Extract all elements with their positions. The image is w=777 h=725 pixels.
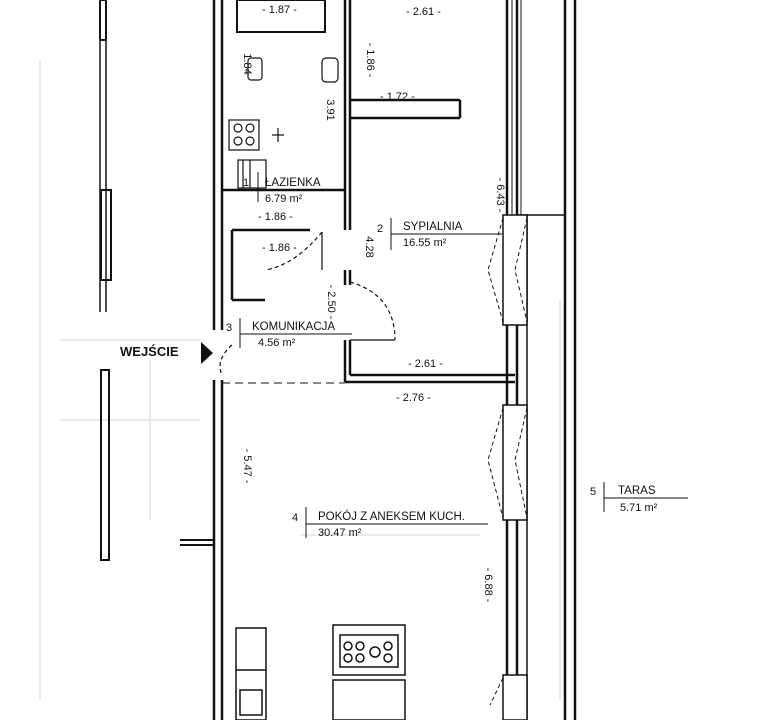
background-faint-lines [39, 60, 561, 700]
dimension-label: - 5.47 - [241, 449, 253, 484]
dimension-label: - 1.86 - [364, 43, 376, 78]
room-3-name: KOMUNIKACJA [252, 321, 335, 333]
dimension-label: - 1.87 - [262, 4, 297, 16]
room-4-number: 4 [292, 512, 298, 524]
entrance-label: WEJŚCIE [120, 344, 179, 359]
room-5-area: 5.71 m² [620, 502, 658, 514]
entrance-arrow-icon [201, 342, 213, 364]
room-2-name: SYPIALNIA [403, 221, 463, 233]
window-swing-lines [487, 217, 528, 706]
dimension-label: - 1.72 - [380, 91, 415, 103]
room-2-area: 16.55 m² [403, 237, 447, 249]
room-1-area: 6.79 m² [265, 193, 303, 205]
room-label-4: 4 POKÓJ Z ANEKSEM KUCH. 30.47 m² [292, 507, 488, 539]
room-label-1: 1 ŁAZIENKA 6.79 m² [243, 172, 345, 205]
bathroom-fixtures [228, 57, 339, 189]
room-3-number: 3 [226, 322, 232, 334]
outer-left-fragments [99, 0, 213, 561]
room-1-name: ŁAZIENKA [265, 177, 321, 189]
room-1-number: 1 [243, 177, 249, 189]
dimension-label: 1.84 [241, 53, 253, 74]
room-2-number: 2 [377, 223, 383, 235]
dimension-label: - 6.88 - [482, 568, 494, 603]
dimension-label: - 1.86 - [258, 211, 293, 223]
entrance-marker[interactable]: WEJŚCIE [120, 342, 213, 364]
room-5-number: 5 [590, 486, 596, 498]
dimension-label: - 2.61 - [408, 358, 443, 370]
kitchen-fixtures [235, 624, 406, 721]
room-label-3: 3 KOMUNIKACJA 4.56 m² [226, 318, 352, 349]
dimension-label: - 6.43 - [494, 178, 506, 213]
room-4-name: POKÓJ Z ANEKSEM KUCH. [318, 510, 465, 523]
dimension-label: - 2.76 - [396, 392, 431, 404]
room-5-name: TARAS [618, 485, 656, 497]
room-4-area: 30.47 m² [318, 527, 362, 539]
dimension-label: 4.28 [363, 236, 375, 257]
room-label-5: 5 TARAS 5.71 m² [590, 482, 688, 514]
dimensions: - 1.87 - - 2.61 - 1.84 - 1.86 - 3.91 - 1… [241, 4, 506, 603]
dimension-label: - 1.86 - [262, 242, 297, 254]
walls [212, 0, 577, 720]
dimension-label: - 2.61 - [406, 6, 441, 18]
dimension-label: - 2.50 - [325, 285, 337, 320]
doors [219, 231, 396, 376]
dimension-label: 3.91 [324, 99, 336, 120]
room-label-2: 2 SYPIALNIA 16.55 m² [377, 218, 502, 250]
room-3-area: 4.56 m² [258, 337, 296, 349]
